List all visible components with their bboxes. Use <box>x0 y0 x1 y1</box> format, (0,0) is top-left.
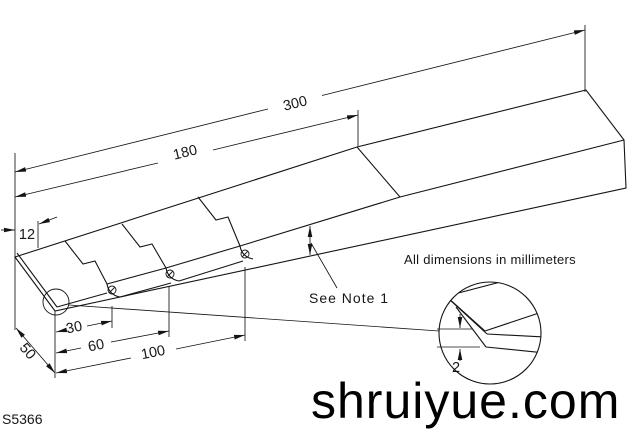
callout-source-circle <box>42 288 70 316</box>
dim-180-label: 180 <box>172 142 199 163</box>
detail-tip-inner-edge <box>449 299 488 335</box>
dim-30-line-left <box>55 327 68 333</box>
watermark-label: shruiyue.com <box>311 373 620 429</box>
note-leader-line <box>310 242 338 289</box>
tip-edge-inner-line <box>16 252 58 308</box>
front-top-edge-step3 <box>239 196 401 247</box>
dim-2-label: 2 <box>452 360 460 376</box>
dim-180-line-left <box>14 162 159 198</box>
step-hole-markers <box>107 249 250 295</box>
step-hole-1 <box>107 285 117 295</box>
dim-30-line-right <box>86 320 113 327</box>
detail-view-content <box>445 282 541 354</box>
units-note-label: All dimensions in millimeters <box>404 252 576 267</box>
wedge-body <box>14 89 627 312</box>
dim-300-label: 300 <box>282 93 309 114</box>
labels: 300 180 12 50 30 60 100 2 See Note 1 All… <box>2 93 620 429</box>
see-note-label: See Note 1 <box>309 290 389 306</box>
callout-leader-line <box>68 304 440 332</box>
dim-12-label: 12 <box>19 227 35 243</box>
slope-crease-line <box>356 146 401 198</box>
dim-50-label: 50 <box>16 340 39 363</box>
dim-60-line-left <box>55 347 82 354</box>
dim-30-label: 30 <box>65 319 84 338</box>
step-boundary-2 <box>121 223 167 269</box>
detail-tip-bottom-edge <box>455 306 487 348</box>
detail-bottom-edge <box>485 346 541 354</box>
detail-mid-edge <box>486 333 541 338</box>
front-top-edge-smooth <box>399 139 625 198</box>
step-boundary-3 <box>197 196 241 247</box>
step-hole-2-mark <box>166 270 174 278</box>
step-boundaries <box>64 196 401 298</box>
part-number-label: S5366 <box>2 411 43 427</box>
step-hole-2 <box>165 269 175 279</box>
step-fillet-1 <box>106 283 121 298</box>
front-top-edge-step2 <box>165 245 241 269</box>
front-top-edge-step0 <box>56 292 108 308</box>
detail-back-edge <box>446 282 528 297</box>
step-boundary-1 <box>64 240 108 285</box>
dim-60-label: 60 <box>87 337 106 356</box>
step-hole-3 <box>240 249 250 259</box>
dim-100-label: 100 <box>140 343 167 363</box>
dim-12-arrow-right <box>38 216 58 225</box>
front-lower-edge-step2 <box>178 260 244 282</box>
detail-front-top-edge <box>484 310 541 332</box>
dim-300-line-left <box>14 108 269 173</box>
dimension-lines <box>1 25 586 378</box>
dim-50-line <box>15 327 56 374</box>
dim-100-line-left <box>55 357 132 374</box>
dim-60-line-right <box>110 330 170 343</box>
step-hole-3-mark <box>241 250 249 258</box>
front-lower-edge-step1 <box>119 282 172 298</box>
step-hole-1-mark <box>108 286 116 294</box>
dim-100-line-right <box>175 334 246 350</box>
detail-callout <box>42 281 542 385</box>
dim-180-line-right <box>212 114 359 151</box>
dim-300-line-right <box>321 29 586 96</box>
step-fillet-2 <box>165 267 180 282</box>
front-top-edge-step1 <box>106 267 167 285</box>
detail-view-circle <box>438 281 542 385</box>
wedge-outline <box>14 89 627 312</box>
